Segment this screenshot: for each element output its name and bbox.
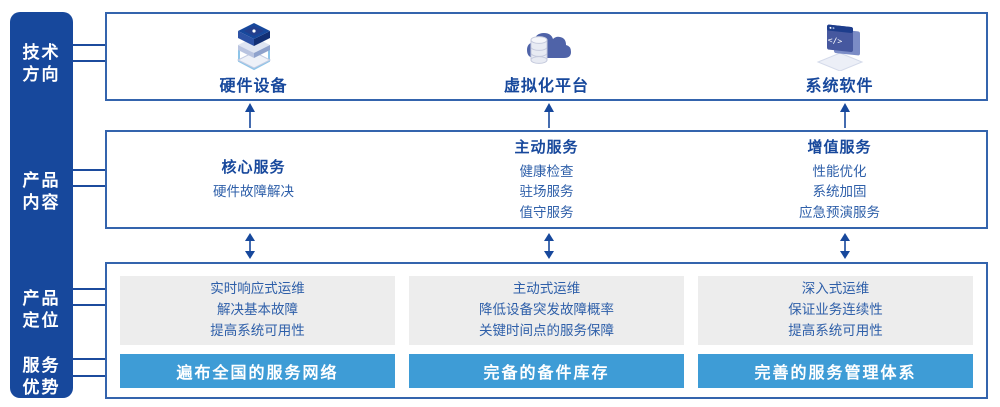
positioning-box: 实时响应式运维 解决基本故障 提高系统可用性 [120,276,395,345]
advantage-bar-service-network: 遍布全国的服务网络 [120,353,395,388]
category-sidebar: 技术 方向 产品 内容 产品 定位 服务 优势 [10,12,73,398]
sidebar-label-line: 服务 [22,356,61,375]
content-item: 系统加固 [812,184,867,200]
positioning-box: 深入式运维 保证业务连续性 提高系统可用性 [698,276,973,345]
tech-column-hardware: 硬件设备 [107,14,400,99]
tech-column-system-software: </> 系统软件 [693,14,986,99]
sidebar-label-line: 产品 [22,289,61,308]
cloud-database-icon [521,19,573,71]
content-item: 驻场服务 [519,184,574,200]
sidebar-label-line: 技术 [22,43,61,62]
content-item: 值守服务 [519,204,574,220]
content-item: 应急预演服务 [799,204,880,220]
advantage-bar-spare-parts: 完备的备件库存 [409,353,684,388]
sidebar-label-line: 内容 [22,193,61,213]
content-item: 性能优化 [812,164,867,180]
positioning-line: 主动式运维 [512,280,581,296]
positioning-box: 主动式运维 降低设备突发故障概率 关键时间点的服务保障 [409,276,684,345]
server-stack-icon [229,19,279,71]
positioning-line: 降低设备突发故障概率 [479,301,614,317]
svg-text:</>: </> [827,36,842,47]
positioning-line: 解决基本故障 [217,301,298,317]
tech-label-hardware: 硬件设备 [219,78,288,95]
connector-line [72,358,106,360]
double-arrow [245,233,255,259]
positioning-line: 提高系统可用性 [788,322,883,338]
positioning-line: 实时响应式运维 [210,280,305,296]
sidebar-label-product-positioning: 产品 定位 [10,288,73,333]
content-column-core-service: 核心服务 硬件故障解决 [107,132,400,227]
up-arrow [544,103,554,128]
advantage-bar-service-management: 完善的服务管理体系 [698,353,973,388]
positioning-line: 关键时间点的服务保障 [479,322,614,338]
connector-line [72,169,106,171]
tech-column-virtualization: 虚拟化平台 [400,14,693,99]
connector-line [72,60,106,62]
tech-direction-panel: 硬件设备 虚拟化平台 [105,12,988,101]
sidebar-label-line: 方向 [22,65,61,85]
sidebar-label-line: 产品 [22,171,61,190]
positioning-advantage-panel: 实时响应式运维 解决基本故障 提高系统可用性 遍布全国的服务网络 主动式运维 降… [105,262,988,399]
tech-label-system-software: 系统软件 [805,78,874,95]
positioning-column-proactive: 主动式运维 降低设备突发故障概率 关键时间点的服务保障 完备的备件库存 [409,276,684,388]
up-arrow [245,103,255,128]
connector-line [72,288,106,290]
product-content-panel: 核心服务 硬件故障解决 主动服务 健康检查 驻场服务 值守服务 增值服务 性能优… [105,130,988,229]
double-arrow [544,233,554,259]
positioning-line: 深入式运维 [801,280,870,296]
connector-line [72,44,106,46]
double-arrow [840,233,850,259]
connector-line [72,185,106,187]
sidebar-label-line: 优势 [22,378,61,398]
positioning-column-in-depth: 深入式运维 保证业务连续性 提高系统可用性 完善的服务管理体系 [698,276,973,388]
content-column-active-service: 主动服务 健康检查 驻场服务 值守服务 [400,132,693,227]
connector-line [72,375,106,377]
positioning-line: 提高系统可用性 [210,322,305,338]
positioning-column-realtime: 实时响应式运维 解决基本故障 提高系统可用性 遍布全国的服务网络 [120,276,395,388]
sidebar-label-line: 定位 [22,311,61,331]
content-column-value-added-service: 增值服务 性能优化 系统加固 应急预演服务 [693,132,986,227]
sidebar-label-tech-direction: 技术 方向 [10,42,73,87]
up-arrow [840,103,850,128]
content-title: 核心服务 [221,159,286,177]
sidebar-label-product-content: 产品 内容 [10,170,73,215]
content-item: 硬件故障解决 [213,184,294,200]
content-item: 健康检查 [519,164,574,180]
connector-line [72,304,106,306]
sidebar-label-service-advantage: 服务 优势 [10,355,73,400]
code-window-icon: </> [813,19,867,71]
positioning-line: 保证业务连续性 [788,301,883,317]
content-title: 增值服务 [807,139,872,157]
content-title: 主动服务 [514,139,579,157]
tech-label-virtualization: 虚拟化平台 [503,78,589,95]
